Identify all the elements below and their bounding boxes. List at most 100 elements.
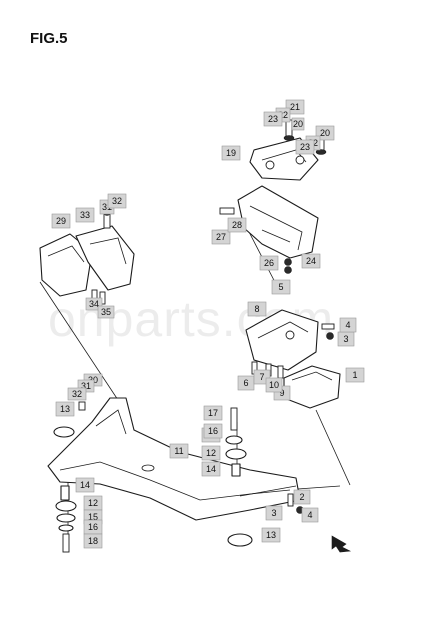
svg-text:9: 9 — [279, 388, 284, 398]
svg-text:22: 22 — [278, 110, 288, 120]
callout-26: 26 — [259, 255, 279, 271]
bolt-27 — [219, 207, 235, 215]
left-engine-mount — [39, 208, 135, 305]
svg-text:21: 21 — [290, 102, 300, 112]
svg-text:20: 20 — [293, 119, 303, 129]
callout-32: 32 — [67, 387, 87, 401]
callout-4: 4 — [339, 317, 357, 333]
crossmember-end-edge — [239, 485, 297, 497]
svg-text:4: 4 — [307, 510, 312, 520]
nut-3-upper — [326, 332, 334, 340]
bolt-31-left — [78, 401, 86, 411]
spacer-14-left — [60, 485, 70, 501]
right-engine-mount — [245, 309, 341, 409]
callout-19: 19 — [221, 145, 241, 161]
callout-16: 16 — [83, 519, 103, 535]
washer-16-center — [225, 435, 243, 445]
nut-24-lower — [284, 266, 292, 274]
engine-mount-bracket-fold — [261, 229, 291, 243]
svg-text:1: 1 — [352, 370, 357, 380]
svg-text:12: 12 — [206, 448, 216, 458]
callout-18: 18 — [83, 533, 103, 549]
nut-24-upper — [284, 258, 292, 266]
right-mount-bracket-8 — [245, 309, 319, 371]
right-mount-bracket-hole — [285, 330, 295, 340]
callout-14: 14 — [75, 477, 95, 493]
bushing-12-left — [55, 500, 77, 512]
svg-text:19: 19 — [226, 148, 236, 158]
washer-16-left — [58, 524, 74, 532]
svg-text:27: 27 — [216, 232, 226, 242]
svg-text:2: 2 — [299, 492, 304, 502]
svg-text:29: 29 — [56, 216, 66, 226]
callout-23: 23 — [295, 139, 315, 155]
callout-23: 23 — [263, 111, 283, 127]
svg-text:11: 11 — [174, 446, 183, 456]
spacer-14-center — [231, 463, 241, 477]
center-bolt-stack — [225, 407, 253, 547]
callout-6: 6 — [237, 375, 255, 391]
bolt-21 — [285, 119, 293, 137]
svg-text:17: 17 — [208, 408, 218, 418]
svg-text:20: 20 — [320, 128, 330, 138]
svg-text:13: 13 — [60, 404, 70, 414]
callout-35: 35 — [97, 305, 115, 319]
bolt-31-top — [103, 213, 111, 229]
bolt-4-upper — [321, 323, 335, 330]
washer-15-left — [56, 513, 76, 523]
svg-text:32: 32 — [72, 389, 82, 399]
svg-text:5: 5 — [278, 282, 283, 292]
washer-23-right — [315, 149, 327, 155]
svg-text:14: 14 — [206, 464, 216, 474]
left-mount-rubber — [39, 233, 93, 297]
callout-16: 16 — [203, 423, 223, 439]
right-mount-rubber-detail — [291, 371, 333, 381]
engine-mount-bracket-edge — [249, 205, 303, 251]
upper-bracket-hole-right — [295, 155, 305, 165]
svg-text:14: 14 — [80, 480, 90, 490]
bushing-13-upper — [53, 426, 75, 438]
callout-24: 24 — [301, 253, 321, 269]
callout-17: 17 — [203, 405, 223, 421]
svg-text:3: 3 — [271, 508, 276, 518]
crossmember-body — [47, 397, 301, 521]
callout-20: 20 — [315, 125, 335, 141]
svg-text:15: 15 — [88, 512, 98, 522]
front-direction-arrow — [331, 535, 352, 553]
engine-mount-bracket — [219, 185, 319, 274]
callout-5: 5 — [271, 279, 291, 295]
callout-10: 10 — [265, 377, 283, 393]
left-mount-bracket-edge — [89, 237, 127, 265]
bushing-13-lower — [227, 533, 253, 547]
svg-text:8: 8 — [254, 304, 259, 314]
svg-text:18: 18 — [88, 536, 98, 546]
callout-33: 33 — [75, 207, 95, 223]
svg-text:12: 12 — [88, 498, 98, 508]
svg-text:13: 13 — [266, 530, 276, 540]
svg-text:31: 31 — [81, 381, 91, 391]
bolt-17 — [230, 407, 238, 431]
crossmember-arm — [95, 409, 127, 435]
callout-1: 1 — [345, 367, 365, 383]
right-mount-bracket-rib — [257, 321, 309, 339]
figure-title: FIG.5 — [30, 30, 68, 47]
bolt-10 — [277, 365, 284, 379]
crossmember-hole — [141, 464, 155, 472]
engine-mount-bracket-body — [237, 185, 319, 259]
callout-labels: 1 2 3 3 4 4 5 6 7 8 9 10 11 12 12 13 13 … — [51, 99, 365, 549]
callout-20: 20 — [291, 117, 305, 131]
callout-13: 13 — [261, 527, 281, 543]
svg-text:35: 35 — [101, 307, 111, 317]
svg-text:10: 10 — [269, 380, 279, 390]
svg-text:34: 34 — [89, 299, 99, 309]
callout-12: 12 — [201, 445, 221, 461]
svg-text:23: 23 — [300, 142, 310, 152]
callout-29: 29 — [51, 213, 71, 229]
svg-text:3: 3 — [343, 334, 348, 344]
svg-text:4: 4 — [345, 320, 350, 330]
svg-text:16: 16 — [88, 522, 98, 532]
callout-28: 28 — [227, 217, 247, 233]
svg-text:31: 31 — [102, 202, 112, 212]
